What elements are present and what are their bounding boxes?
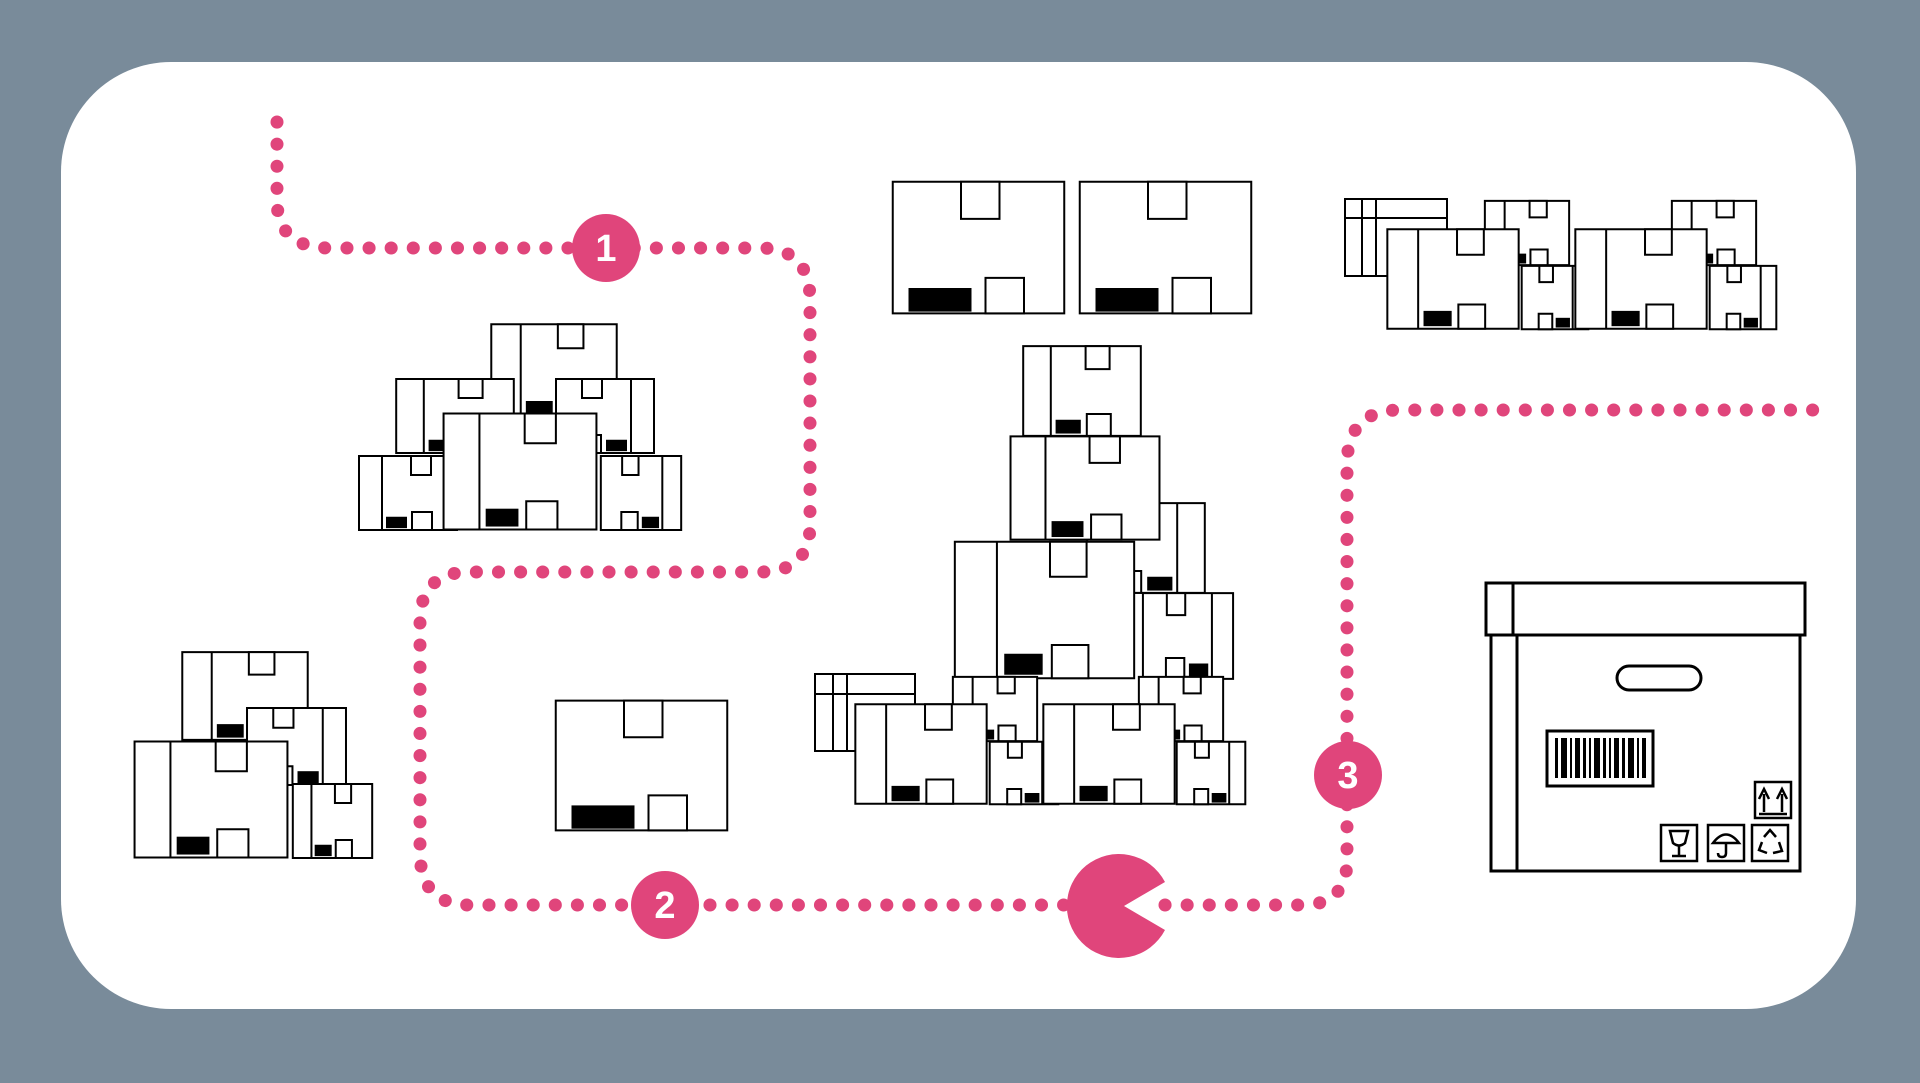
waypoint-3: 3 [1314,741,1382,809]
cardboard-box-icon [132,739,290,860]
cardboard-box-icon [599,455,683,531]
cardboard-box-icon [1385,227,1521,331]
cardboard-box-icon [1141,591,1235,681]
cardboard-box-icon [441,411,599,532]
waypoint-1: 1 [572,214,640,282]
cardboard-box-icon [1041,702,1177,806]
cardboard-box-icon [891,179,1066,316]
waypoint-1-label: 1 [595,228,616,270]
waypoint-2: 2 [631,871,699,939]
cardboard-box-icon [291,783,374,859]
fragile-icon [1659,823,1699,863]
cardboard-box-icon [1573,227,1709,331]
cardboard-box-icon [554,698,729,833]
cardboard-box-icon [854,702,989,806]
barcode-icon [1545,729,1655,788]
box-pile-d [1344,198,1778,331]
keep-dry-icon [1706,823,1746,863]
cardboard-box-icon [1175,740,1247,806]
pacman-icon [1066,854,1165,958]
cardboard-box-icon [1708,265,1778,330]
dotted-route-icon [270,115,1837,912]
cardboard-box-icon [953,539,1137,681]
waypoint-2-label: 2 [654,885,675,927]
cardboard-box-icon [358,454,458,532]
handle-slot-icon [1615,664,1703,692]
archive-box-icon [1484,581,1807,873]
box-pile-c [814,344,1247,806]
cardboard-box-icon [1009,434,1161,542]
single-box [554,698,729,833]
cardboard-box-icon [1022,344,1143,438]
cardboard-box-icon [1078,179,1253,316]
waypoint-3-label: 3 [1337,755,1358,797]
this-way-up-icon [1753,780,1793,820]
recycle-icon [1750,823,1790,863]
